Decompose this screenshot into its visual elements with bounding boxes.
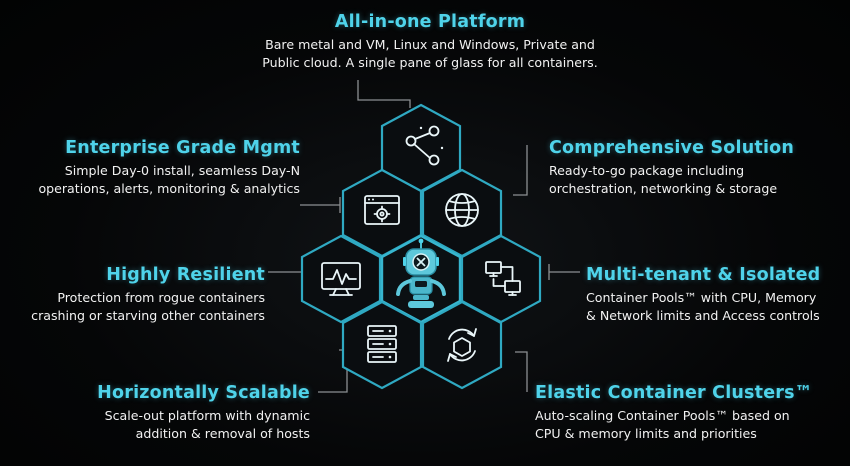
desc-line: Bare metal and VM, Linux and Windows, Pr… (265, 37, 595, 52)
feature-description: Container Pools™ with CPU, Memory & Netw… (586, 289, 848, 324)
feature-description: Bare metal and VM, Linux and Windows, Pr… (220, 36, 640, 71)
feature-description: Scale-out platform with dynamic addition… (30, 407, 310, 442)
feature-title: Enterprise Grade Mgmt (65, 138, 300, 158)
connector-top (357, 80, 411, 108)
connector-resilient (268, 264, 303, 280)
feature-title: All-in-one Platform (334, 12, 526, 32)
feature-title: Multi-tenant & Isolated (586, 265, 821, 285)
feature-description: Auto-scaling Container Pools™ based on C… (535, 407, 835, 442)
feature-resilient: Highly Resilient Protection from rogue c… (10, 265, 265, 324)
desc-line: Ready-to-go package including (549, 163, 745, 178)
monitor-pulse-icon (321, 262, 361, 296)
desc-line: Protection from rogue containers (57, 290, 265, 305)
desc-line: Auto-scaling Container Pools™ based on (535, 408, 790, 423)
desc-line: Container Pools™ with CPU, Memory (586, 290, 817, 305)
feature-all-in-one: All-in-one Platform Bare metal and VM, L… (220, 12, 640, 71)
desc-line: orchestration, networking & storage (549, 180, 778, 196)
feature-description: Simple Day-0 install, seamless Day-N ope… (20, 162, 300, 197)
desc-line: crashing or starving other containers (31, 307, 265, 323)
feature-enterprise: Enterprise Grade Mgmt Simple Day-0 insta… (20, 138, 300, 197)
refresh-cycle-icon (447, 328, 477, 362)
feature-elastic: Elastic Container Clusters™ Auto-scaling… (535, 383, 835, 442)
connector-multitenant (548, 264, 580, 280)
feature-description: Ready-to-go package including orchestrat… (549, 162, 839, 197)
hex-scalable (341, 300, 423, 390)
settings-window-icon (364, 195, 400, 225)
hex-elastic (421, 300, 503, 390)
globe-icon (445, 193, 479, 227)
share-nodes-icon (405, 125, 444, 166)
robot-icon (396, 238, 446, 308)
network-monitors-icon (485, 261, 521, 296)
desc-line: addition & removal of hosts (135, 425, 310, 441)
desc-line: & Network limits and Access controls (586, 307, 820, 323)
desc-line: CPU & memory limits and priorities (535, 425, 757, 441)
feature-comprehensive: Comprehensive Solution Ready-to-go packa… (549, 138, 839, 197)
connector-enterprise (300, 197, 341, 213)
feature-description: Protection from rogue containers crashin… (10, 289, 265, 324)
desc-line: Simple Day-0 install, seamless Day-N (64, 163, 300, 178)
connector-elastic (515, 351, 528, 392)
feature-title: Comprehensive Solution (549, 138, 795, 158)
feature-title: Elastic Container Clusters™ (535, 383, 813, 403)
connector-comprehensive (513, 145, 528, 196)
server-rack-icon (367, 325, 397, 363)
feature-scalable: Horizontally Scalable Scale-out platform… (30, 383, 310, 442)
desc-line: operations, alerts, monitoring & analyti… (38, 180, 300, 196)
feature-title: Highly Resilient (106, 265, 265, 285)
feature-title: Horizontally Scalable (97, 383, 310, 403)
desc-line: Scale-out platform with dynamic (104, 408, 310, 423)
feature-multitenant: Multi-tenant & Isolated Container Pools™… (586, 265, 848, 324)
desc-line: Public cloud. A single pane of glass for… (262, 54, 598, 70)
